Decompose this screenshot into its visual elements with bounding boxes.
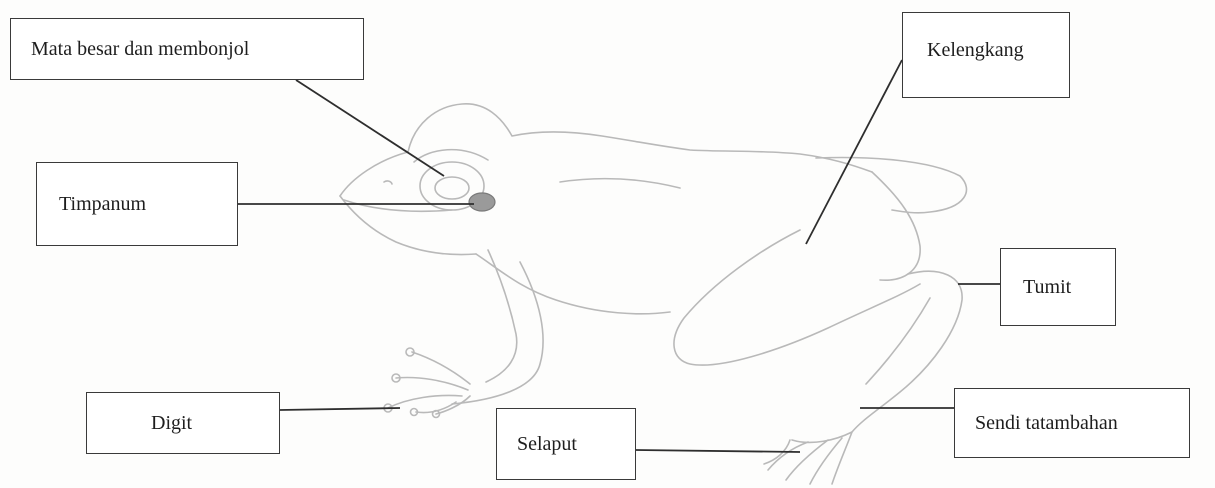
frog-nostril xyxy=(384,181,392,184)
label-tympanum-text: Timpanum xyxy=(59,193,146,216)
label-heel: Tumit xyxy=(1000,248,1116,326)
label-web-text: Selaput xyxy=(517,433,577,456)
frog-hind-foot xyxy=(764,432,852,484)
label-limb-text: Kelengkang xyxy=(927,39,1024,62)
frog-shank-inner xyxy=(866,298,930,384)
digit-leader-line xyxy=(280,408,400,410)
label-tympanum: Timpanum xyxy=(36,162,238,246)
label-joint: Sendi tatambahan xyxy=(954,388,1190,458)
web-leader-line xyxy=(636,450,800,452)
eye-leader-line xyxy=(296,80,444,176)
label-limb: Kelengkang xyxy=(902,12,1070,98)
limb-leader-line xyxy=(806,60,902,244)
label-heel-text: Tumit xyxy=(1023,276,1071,299)
label-web: Selaput xyxy=(496,408,636,480)
frog-eye-ridge xyxy=(414,150,488,162)
frog-eye-inner xyxy=(435,177,469,199)
label-digit-text: Digit xyxy=(151,412,192,435)
label-digit: Digit xyxy=(86,392,280,454)
frog-upper-leg-outline xyxy=(816,158,967,213)
frog-front-toes xyxy=(388,352,470,414)
label-eye: Mata besar dan membonjol xyxy=(10,18,364,80)
frog-back-ridge xyxy=(560,179,680,188)
frog-thigh-outline xyxy=(674,230,920,365)
frog-mouth-line xyxy=(344,200,452,211)
frog-rump-outline xyxy=(872,172,920,280)
frog-tympanum xyxy=(469,193,495,211)
frog-belly-outline xyxy=(476,254,670,314)
label-eye-text: Mata besar dan membonjol xyxy=(31,38,249,61)
label-joint-text: Sendi tatambahan xyxy=(975,412,1118,435)
